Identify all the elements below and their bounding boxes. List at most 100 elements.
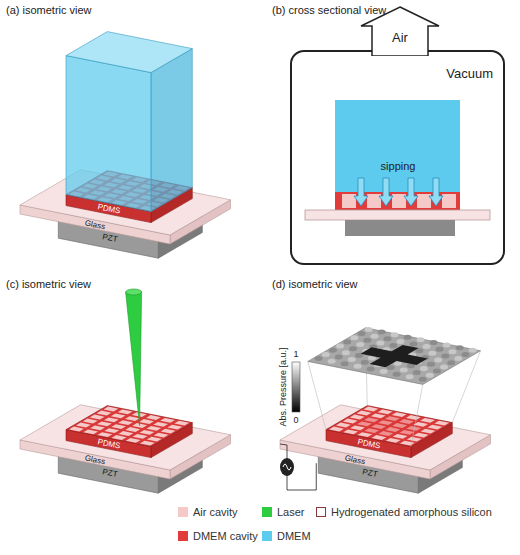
surface-bump bbox=[328, 359, 336, 364]
cavity-cell bbox=[104, 407, 119, 412]
legend-text: DMEM cavity bbox=[193, 530, 258, 542]
cavity-cell bbox=[392, 423, 407, 428]
surface-bump bbox=[441, 353, 449, 358]
legend-item: Laser bbox=[262, 506, 305, 518]
vacuum-chamber: Vacuum bbox=[290, 50, 505, 265]
surface-bump bbox=[389, 343, 397, 348]
surface-bump bbox=[456, 345, 464, 350]
cavity-cell bbox=[343, 430, 358, 435]
dmem-block bbox=[335, 100, 460, 192]
legend-item: DMEM bbox=[262, 530, 311, 542]
dmem-cube bbox=[66, 32, 192, 212]
label: 0 bbox=[293, 415, 298, 425]
legend-swatch bbox=[262, 507, 272, 517]
legend-item: Air cavity bbox=[178, 506, 238, 518]
legend-swatch bbox=[178, 531, 188, 541]
cavity-cell bbox=[400, 430, 415, 435]
cavity-cell bbox=[146, 415, 161, 420]
surface-bump bbox=[423, 344, 431, 349]
laser-cone bbox=[126, 292, 142, 426]
surface-bump bbox=[354, 364, 362, 369]
cavity-cell bbox=[111, 424, 126, 429]
cavity-cell bbox=[140, 430, 155, 435]
sine-wave bbox=[283, 464, 291, 470]
cavity-cell bbox=[385, 416, 400, 421]
surface-bump bbox=[349, 346, 357, 351]
surface-bump bbox=[356, 342, 364, 347]
sipping-arrow bbox=[379, 178, 393, 206]
cavity-cell bbox=[420, 418, 435, 423]
surface-bump bbox=[434, 358, 442, 363]
cavity-cell bbox=[125, 416, 140, 421]
cavity-cell bbox=[357, 411, 372, 416]
surface-bump bbox=[384, 336, 392, 341]
dmem-cube-side bbox=[151, 49, 192, 212]
surface-bump bbox=[433, 369, 441, 374]
cavity-cell bbox=[119, 431, 134, 436]
cavity-cell bbox=[399, 419, 414, 424]
surface-bump bbox=[462, 352, 470, 357]
cavity-cell bbox=[153, 422, 168, 427]
node-text: Air bbox=[360, 30, 440, 45]
legend-item: Hydrogenated amorphous silicon bbox=[316, 506, 492, 518]
air-arrow: Air bbox=[360, 6, 440, 56]
surface-bump bbox=[397, 339, 405, 344]
cavity-cell bbox=[139, 419, 154, 424]
cavity-cell bbox=[357, 432, 372, 437]
surface-bump bbox=[449, 349, 457, 354]
surface-bump bbox=[406, 374, 414, 379]
surface-bump bbox=[436, 347, 444, 352]
cavity-cell bbox=[161, 429, 176, 434]
wire bbox=[280, 444, 316, 490]
surface-bump bbox=[404, 335, 412, 340]
cavity-cell bbox=[104, 428, 119, 433]
cross-section bbox=[305, 100, 490, 236]
cavity-cell bbox=[386, 438, 401, 443]
cavity-cell bbox=[97, 432, 112, 437]
legend-text: DMEM bbox=[277, 530, 311, 542]
cavity-cell bbox=[343, 419, 358, 424]
cavity-cell bbox=[83, 419, 98, 424]
pdms-layer-top bbox=[326, 406, 452, 447]
cavity-cell bbox=[154, 433, 169, 438]
legend-text: Hydrogenated amorphous silicon bbox=[331, 506, 492, 518]
cavity-cell bbox=[329, 427, 344, 432]
projection-line bbox=[308, 361, 326, 429]
surface-bump bbox=[336, 344, 344, 349]
surface-bump bbox=[358, 331, 366, 336]
surface-bump bbox=[443, 343, 451, 348]
laser-top bbox=[126, 289, 142, 295]
surface-bump bbox=[391, 332, 399, 337]
cavity-cell bbox=[125, 427, 140, 432]
cavity-cell bbox=[364, 428, 379, 433]
surface-bump bbox=[419, 377, 427, 382]
surface-bump bbox=[361, 360, 369, 365]
surface-bump bbox=[376, 340, 384, 345]
surface-bump bbox=[427, 362, 435, 367]
cavity-cell bbox=[407, 437, 422, 442]
surface-bump bbox=[378, 330, 386, 335]
pdms-layer bbox=[335, 192, 460, 210]
surface-bump bbox=[380, 369, 388, 374]
pressure-pit bbox=[361, 345, 428, 367]
surface-bump bbox=[447, 360, 455, 365]
dmem-cube-top bbox=[66, 32, 192, 73]
pressure-surface bbox=[308, 328, 481, 385]
cavity-cell bbox=[364, 407, 379, 412]
cavity-cell bbox=[126, 438, 141, 443]
surface-bump bbox=[342, 350, 350, 355]
surface-bump bbox=[348, 357, 356, 362]
cavity-cell bbox=[350, 415, 365, 420]
legend-swatch bbox=[262, 531, 272, 541]
projection-line bbox=[411, 384, 423, 446]
cavity-cell bbox=[364, 418, 379, 423]
cavity-cell bbox=[174, 421, 189, 426]
cavity-cell bbox=[147, 437, 162, 442]
cavity-cell bbox=[90, 426, 105, 431]
cavity-cell bbox=[421, 429, 436, 434]
surface-bump bbox=[400, 368, 408, 373]
cavity-cell bbox=[167, 425, 182, 430]
surface-bump bbox=[440, 364, 448, 369]
ac-symbol bbox=[280, 458, 294, 476]
